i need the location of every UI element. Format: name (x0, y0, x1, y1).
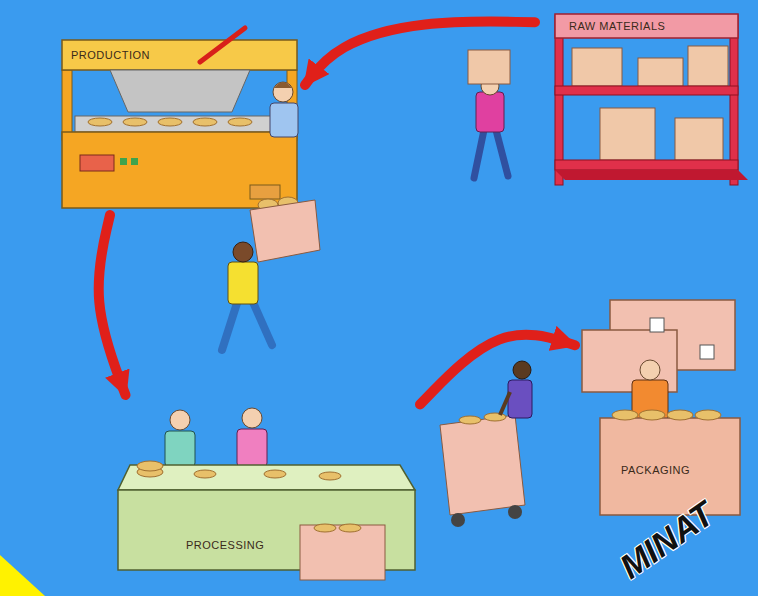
machine-worker (270, 82, 298, 137)
processing-table (137, 461, 163, 471)
processing-workers (165, 431, 195, 467)
production-machine (228, 118, 252, 126)
raw-materials-shelf (555, 86, 738, 95)
production-machine (250, 185, 280, 199)
carrying-worker (222, 300, 238, 350)
pulling-worker (484, 413, 506, 421)
raw-materials-shelf (555, 14, 738, 38)
production-machine (62, 70, 72, 140)
pulling-worker (508, 380, 532, 418)
production-machine (193, 118, 217, 126)
machine-worker (273, 82, 293, 102)
carrying-worker (222, 197, 320, 350)
carrying-worker (496, 130, 508, 176)
corner-mark (0, 555, 45, 596)
raw-materials-shelf (675, 118, 723, 160)
production-machine (80, 155, 114, 171)
processing-workers (242, 408, 262, 428)
production-machine (120, 158, 127, 165)
processing-table (118, 461, 415, 580)
pulling-worker (459, 416, 481, 424)
production-machine (158, 118, 182, 126)
packaging-boxes (612, 410, 638, 420)
packaging-boxes (582, 300, 740, 515)
carrying-worker (476, 92, 504, 132)
packaging-boxes (650, 318, 664, 332)
machine-worker (274, 82, 292, 88)
pulling-worker (440, 361, 532, 527)
flow-arrow (305, 22, 535, 85)
carrying-worker (468, 50, 510, 178)
raw-materials-shelf (555, 160, 738, 170)
carrying-worker (250, 200, 320, 262)
station-area: PRODUCTION (55, 15, 305, 215)
production-machine (110, 70, 250, 112)
processing-table (300, 525, 385, 580)
carrying-worker (474, 130, 484, 178)
processing-workers (237, 429, 267, 467)
raw-materials-shelf (688, 46, 728, 86)
pulling-worker (513, 361, 531, 379)
raw-materials-shelf (555, 170, 748, 180)
production-machine (131, 158, 138, 165)
carrying-worker (252, 300, 272, 345)
pulling-worker (508, 505, 522, 519)
packaging-boxes (695, 410, 721, 420)
carrying-worker (228, 262, 258, 304)
raw-materials-shelf (638, 58, 683, 86)
station-label: PACKAGING (617, 462, 694, 478)
processing-table (118, 465, 415, 490)
raw-materials-shelf (572, 48, 622, 86)
packaging-boxes (700, 345, 714, 359)
packaging-boxes (600, 418, 740, 515)
production-machine (88, 118, 112, 126)
watermark-text: MINAT (612, 493, 721, 586)
flow-arrow (420, 335, 575, 405)
production-machine (62, 40, 297, 70)
production-machine (62, 132, 297, 208)
station-area: RAW MATERIALS (535, 10, 750, 185)
production-machine (62, 28, 297, 208)
processing-table (314, 524, 336, 532)
production-machine (123, 118, 147, 126)
carrying-worker (233, 242, 253, 262)
packaging-boxes (639, 410, 665, 420)
station-area: PROCESSING (110, 395, 420, 585)
processing-table (194, 470, 216, 478)
processing-table (319, 472, 341, 480)
production-machine (75, 116, 285, 132)
station-area: PACKAGING (575, 290, 745, 530)
pulling-worker (451, 513, 465, 527)
production-machine (200, 28, 245, 62)
station-label: PRODUCTION (67, 47, 154, 63)
station-label: PROCESSING (182, 537, 268, 553)
raw-materials-shelf (600, 108, 655, 160)
machine-worker (270, 103, 298, 137)
pulling-worker (440, 415, 525, 515)
flow-arrow (99, 215, 126, 395)
carrying-worker (468, 50, 510, 84)
packaging-boxes (667, 410, 693, 420)
processing-table (339, 524, 361, 532)
processing-table (264, 470, 286, 478)
processing-workers (170, 410, 190, 430)
station-label: RAW MATERIALS (565, 18, 669, 34)
pulling-worker (500, 392, 510, 415)
processing-workers (165, 408, 267, 467)
raw-materials-shelf (555, 14, 748, 185)
packaging-boxes (640, 360, 660, 380)
